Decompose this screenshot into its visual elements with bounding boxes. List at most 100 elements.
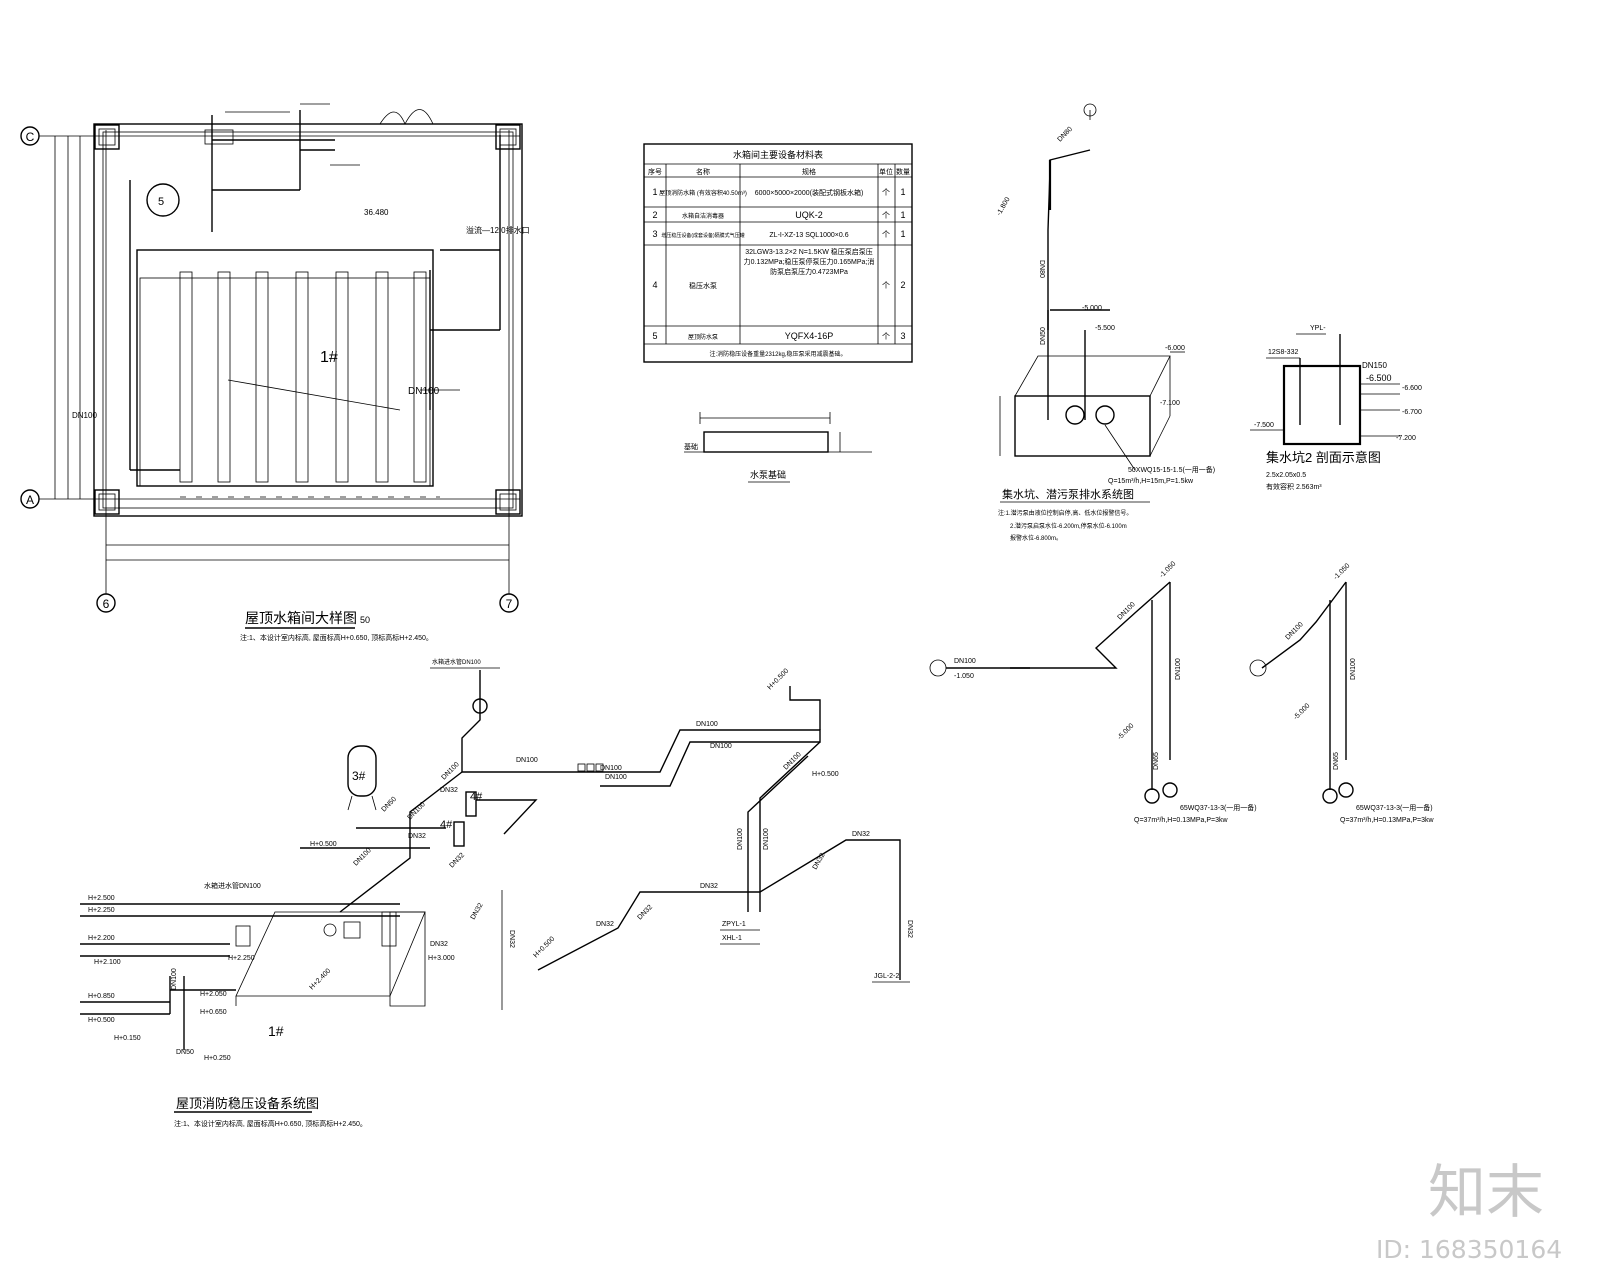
svg-text:ZL-I-XZ-13 SQL1000×0.6: ZL-I-XZ-13 SQL1000×0.6 — [769, 232, 848, 239]
pump-label-plan: 5 — [158, 196, 164, 208]
table-title: 水箱间主要设备材料表 — [733, 149, 823, 160]
drain-risers: DN100 -1.050 -1.050 DN100 DN100 -5.000 D… — [929, 560, 1435, 824]
svg-text:-5.500: -5.500 — [1095, 325, 1115, 332]
svg-text:XHL-1: XHL-1 — [722, 935, 742, 942]
svg-text:DN100: DN100 — [406, 801, 426, 821]
pit2-box — [1282, 364, 1362, 446]
plan-elevation: 36.480 — [364, 208, 389, 217]
svg-text:DN32: DN32 — [470, 902, 485, 921]
table-footer: 注:消防稳压设备重量2312kg,稳压泵采用减震基础。 — [709, 350, 846, 358]
svg-text:1: 1 — [900, 187, 905, 197]
svg-text:H+2.250: H+2.250 — [88, 907, 115, 914]
svg-text:-1.050: -1.050 — [954, 673, 974, 680]
svg-text:个: 个 — [882, 188, 890, 197]
svg-text:个: 个 — [882, 281, 890, 290]
svg-text:个: 个 — [882, 211, 890, 220]
svg-text:H+0.500: H+0.500 — [532, 936, 556, 960]
plan-view: C A 6 7 — [20, 103, 530, 642]
svg-text:H+2.200: H+2.200 — [88, 935, 115, 942]
svg-text:H+0.250: H+0.250 — [204, 1055, 231, 1062]
svg-text:3: 3 — [652, 229, 657, 239]
svg-text:H+2.500: H+2.500 — [88, 895, 115, 902]
svg-text:12S8-332: 12S8-332 — [1268, 349, 1298, 356]
svg-text:H+0.500: H+0.500 — [310, 841, 337, 848]
svg-text:JGL-2-2': JGL-2-2' — [874, 973, 901, 980]
pressure-tank-plan — [146, 183, 180, 217]
svg-text:DN50: DN50 — [380, 796, 398, 814]
svg-text:H+0.500: H+0.500 — [812, 771, 839, 778]
svg-text:H+3.000: H+3.000 — [428, 955, 455, 962]
svg-text:报警水位-6.800m。: 报警水位-6.800m。 — [1010, 534, 1062, 542]
svg-text:3: 3 — [900, 331, 905, 341]
svg-text:DN32: DN32 — [596, 921, 614, 928]
svg-text:-6.700: -6.700 — [1402, 409, 1422, 416]
svg-text:稳压水泵: 稳压水泵 — [689, 281, 717, 290]
svg-text:水箱自洁消毒器: 水箱自洁消毒器 — [682, 212, 724, 220]
svg-text:DN150: DN150 — [1362, 361, 1387, 370]
svg-text:DN80: DN80 — [1038, 260, 1045, 278]
svg-text:DN100: DN100 — [600, 765, 622, 772]
pump-foundation: 基础 水泵基础 — [684, 412, 872, 483]
svg-text:4#: 4# — [470, 791, 483, 803]
system-diagram: 水箱进水管DN100 DN100 DN100 DN100 DN100 H+0.5… — [80, 658, 913, 1128]
svg-text:DN100: DN100 — [605, 774, 627, 781]
plan-scale: 50 — [360, 615, 370, 625]
svg-text:屋顶防水泵: 屋顶防水泵 — [688, 333, 718, 341]
svg-text:DN65: DN65 — [1333, 752, 1340, 770]
svg-text:4: 4 — [652, 280, 657, 290]
watermark-id: ID: 168350164 — [1376, 1235, 1562, 1264]
svg-text:注:1.潜污泵由液位控制启停,高、低水位报警信号。: 注:1.潜污泵由液位控制启停,高、低水位报警信号。 — [998, 509, 1132, 517]
svg-text:DN65: DN65 — [1153, 752, 1160, 770]
svg-text:-1.800: -1.800 — [996, 196, 1012, 217]
svg-text:序号: 序号 — [648, 167, 662, 176]
svg-text:1#: 1# — [268, 1023, 284, 1039]
svg-text:DN100: DN100 — [352, 847, 372, 867]
svg-text:DN32: DN32 — [448, 852, 466, 870]
svg-text:Q=37m³/h,H=0.13MPa,P=3kw: Q=37m³/h,H=0.13MPa,P=3kw — [1134, 817, 1229, 824]
foundation-title: 水泵基础 — [750, 469, 786, 480]
pit1-box — [1014, 395, 1151, 457]
svg-text:DN32: DN32 — [906, 920, 913, 938]
svg-text:DN80: DN80 — [1056, 126, 1074, 144]
svg-text:DN50: DN50 — [1040, 327, 1047, 345]
svg-text:H+0.500: H+0.500 — [88, 1017, 115, 1024]
watermark-brand: 知末 — [1428, 1158, 1544, 1226]
svg-text:-5.000: -5.000 — [1116, 722, 1135, 741]
svg-text:个: 个 — [882, 230, 890, 239]
svg-text:-5.000: -5.000 — [1292, 702, 1311, 721]
pit1-pump: 50XWQ15-15-1.5(一用一备) — [1128, 465, 1215, 474]
svg-text:2: 2 — [900, 280, 905, 290]
svg-text:DN50: DN50 — [176, 1049, 194, 1056]
svg-text:DN100: DN100 — [1175, 658, 1182, 680]
pit1-perf: Q=15m³/h,H=15m,P=1.5kw — [1108, 478, 1194, 485]
svg-text:-1.050: -1.050 — [1332, 562, 1351, 581]
svg-text:DN100: DN100 — [516, 757, 538, 764]
svg-text:65WQ37-13-3(一用一备): 65WQ37-13-3(一用一备) — [1356, 803, 1433, 812]
svg-text:有效容积 2.563m³: 有效容积 2.563m³ — [1266, 482, 1322, 491]
foundation-label: 基础 — [684, 442, 698, 451]
svg-text:DN32: DN32 — [430, 941, 448, 948]
grid-label-6: 6 — [103, 597, 110, 611]
svg-text:2.5x2.05x0.5: 2.5x2.05x0.5 — [1266, 472, 1306, 479]
svg-text:水箱进水管DN100: 水箱进水管DN100 — [204, 881, 261, 890]
svg-text:6000×5000×2000(装配式钢板水箱): 6000×5000×2000(装配式钢板水箱) — [755, 188, 864, 197]
svg-text:DN100: DN100 — [171, 968, 178, 990]
svg-text:DN32: DN32 — [508, 930, 515, 948]
svg-text:H+0.650: H+0.650 — [200, 1009, 227, 1016]
grid-label-7: 7 — [506, 597, 513, 611]
svg-text:H+0.500: H+0.500 — [766, 668, 790, 692]
svg-text:DN32: DN32 — [408, 833, 426, 840]
svg-text:-5.000: -5.000 — [1082, 305, 1102, 312]
plan-pipe-main: DN100 — [408, 386, 440, 397]
svg-text:个: 个 — [882, 332, 890, 341]
svg-text:DN32: DN32 — [636, 904, 654, 922]
plan-note: 注:1、本设计室内标高, 屋面标高H+0.650, 顶标高标H+2.450。 — [240, 633, 433, 642]
svg-text:DN100: DN100 — [696, 721, 718, 728]
svg-text:DN100: DN100 — [440, 761, 460, 781]
svg-text:名称: 名称 — [696, 167, 710, 176]
svg-text:YQFX4-16P: YQFX4-16P — [785, 331, 834, 341]
water-tank-plan — [136, 249, 434, 487]
svg-text:-7.500: -7.500 — [1254, 422, 1274, 429]
svg-text:DN100: DN100 — [1350, 658, 1357, 680]
